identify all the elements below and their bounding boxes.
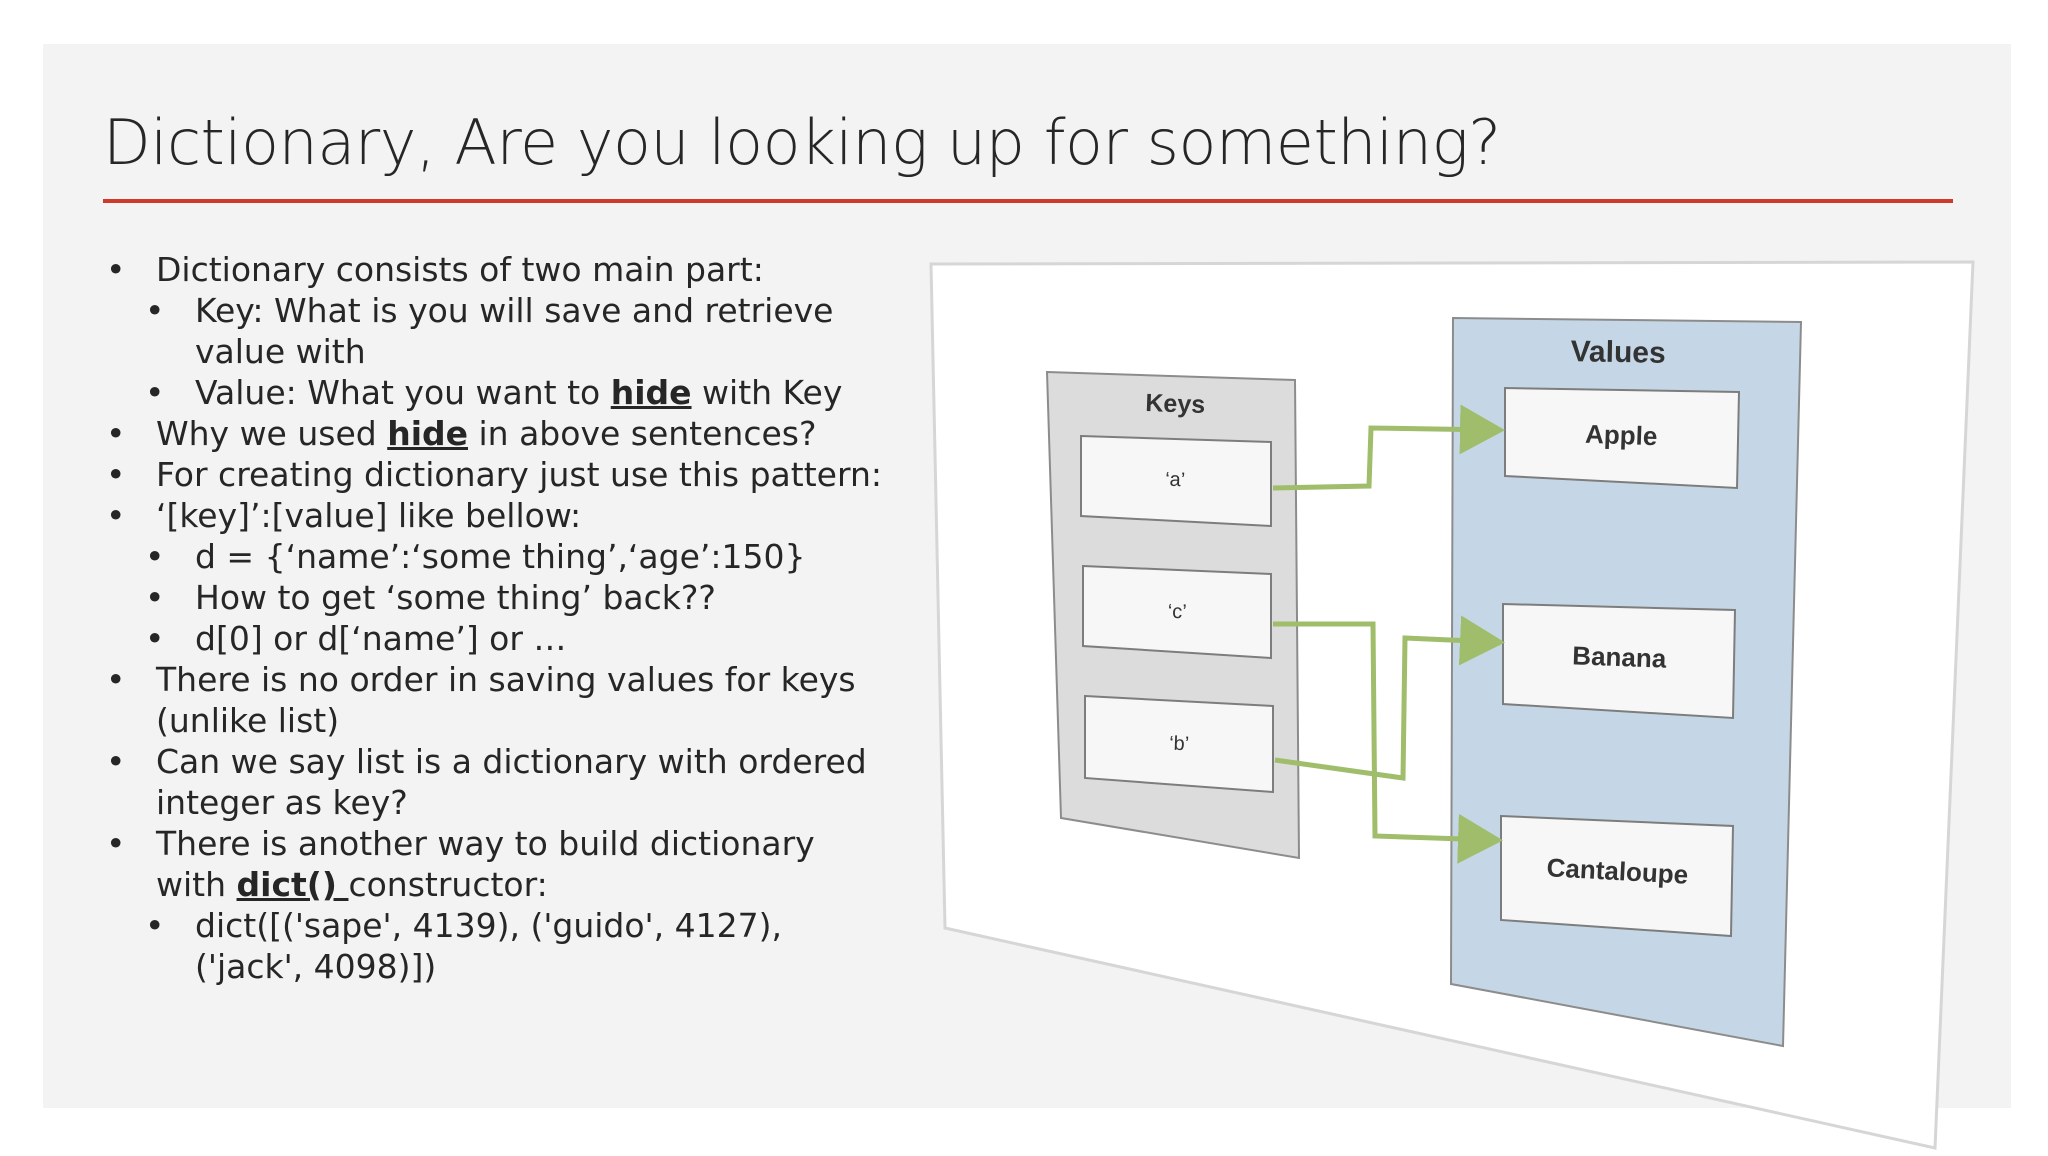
bullet-item: Key: What is you will save and retrieve … — [103, 290, 883, 372]
dictionary-diagram: Keys Values ‘a’ ‘c’ ‘b’ Apple Banana Can… — [885, 212, 1975, 1152]
bullet-text: Value: What you want to — [195, 373, 611, 412]
title-underline — [103, 199, 1953, 203]
values-title: Values — [1570, 335, 1666, 370]
key-label-c: ‘c’ — [1167, 601, 1187, 624]
slide: Dictionary, Are you looking up for somet… — [43, 44, 2011, 1150]
keys-title: Keys — [1145, 389, 1206, 419]
key-box-c — [1082, 564, 1272, 660]
value-label-apple: Apple — [1585, 419, 1658, 452]
bullet-item: ‘[key]’:[value] like bellow: — [103, 495, 883, 536]
bullet-text: For creating dictionary just use this pa… — [156, 455, 882, 494]
bullet-item: d[0] or d[‘name’] or … — [103, 618, 883, 659]
bullet-item: There is another way to build dictionary… — [103, 823, 883, 905]
key-box-a — [1080, 434, 1272, 528]
bullet-text: ‘[key]’:[value] like bellow: — [156, 496, 582, 535]
key-box-b — [1084, 694, 1274, 794]
value-label-cantaloupe: Cantaloupe — [1546, 852, 1689, 889]
bullet-text: There is no order in saving values for k… — [156, 660, 856, 740]
bullet-item: How to get ‘some thing’ back?? — [103, 577, 883, 618]
key-label-a: ‘a’ — [1165, 469, 1186, 492]
value-label-banana: Banana — [1572, 640, 1667, 673]
bullet-text: with Key — [691, 373, 843, 412]
arrow-a-to-apple — [1272, 404, 1505, 491]
bullet-text: Dictionary consists of two main part: — [156, 250, 764, 289]
bullet-emphasis: hide — [610, 373, 692, 412]
bullet-text: Why we used — [156, 414, 388, 453]
bullet-text: Key: What is you will save and retrieve … — [195, 291, 834, 371]
bullet-text: There is another way to build dictionary… — [156, 824, 815, 904]
bullet-item: Dictionary consists of two main part: — [103, 249, 883, 290]
bullet-item: dict([('sape', 4139), ('guido', 4127), (… — [103, 905, 883, 987]
bullet-list: Dictionary consists of two main part:Key… — [103, 249, 883, 987]
bullet-item: There is no order in saving values for k… — [103, 659, 883, 741]
bullet-text: d[0] or d[‘name’] or … — [195, 619, 567, 658]
diagram-svg: Keys Values ‘a’ ‘c’ ‘b’ Apple Banana Can… — [929, 260, 1975, 1150]
bullet-item: Value: What you want to hide with Key — [103, 372, 883, 413]
bullet-item: For creating dictionary just use this pa… — [103, 454, 883, 495]
value-box-apple — [1504, 386, 1741, 490]
bullet-text: How to get ‘some thing’ back?? — [195, 578, 716, 617]
bullet-item: Why we used hide in above sentences? — [103, 413, 883, 454]
bullet-text: in above sentences? — [468, 414, 817, 453]
arrow-c-to-cantaloupe — [1273, 621, 1503, 864]
arrow-b-to-banana — [1274, 615, 1505, 781]
bullet-text: dict([('sape', 4139), ('guido', 4127), (… — [195, 906, 782, 986]
value-box-cantaloupe — [1500, 814, 1735, 938]
key-label-b: ‘b’ — [1169, 733, 1190, 756]
bullet-item: d = {‘name’:‘some thing’,‘age’:150} — [103, 536, 883, 577]
slide-title: Dictionary, Are you looking up for somet… — [103, 106, 1501, 179]
bullet-emphasis: hide — [387, 414, 469, 453]
bullet-text: Can we say list is a dictionary with ord… — [156, 742, 867, 822]
bullet-text: d = {‘name’:‘some thing’,‘age’:150} — [195, 537, 806, 576]
bullet-text: constructor: — [348, 865, 548, 904]
value-box-banana — [1502, 602, 1737, 720]
bullet-emphasis: dict() — [236, 865, 349, 904]
bullet-item: Can we say list is a dictionary with ord… — [103, 741, 883, 823]
